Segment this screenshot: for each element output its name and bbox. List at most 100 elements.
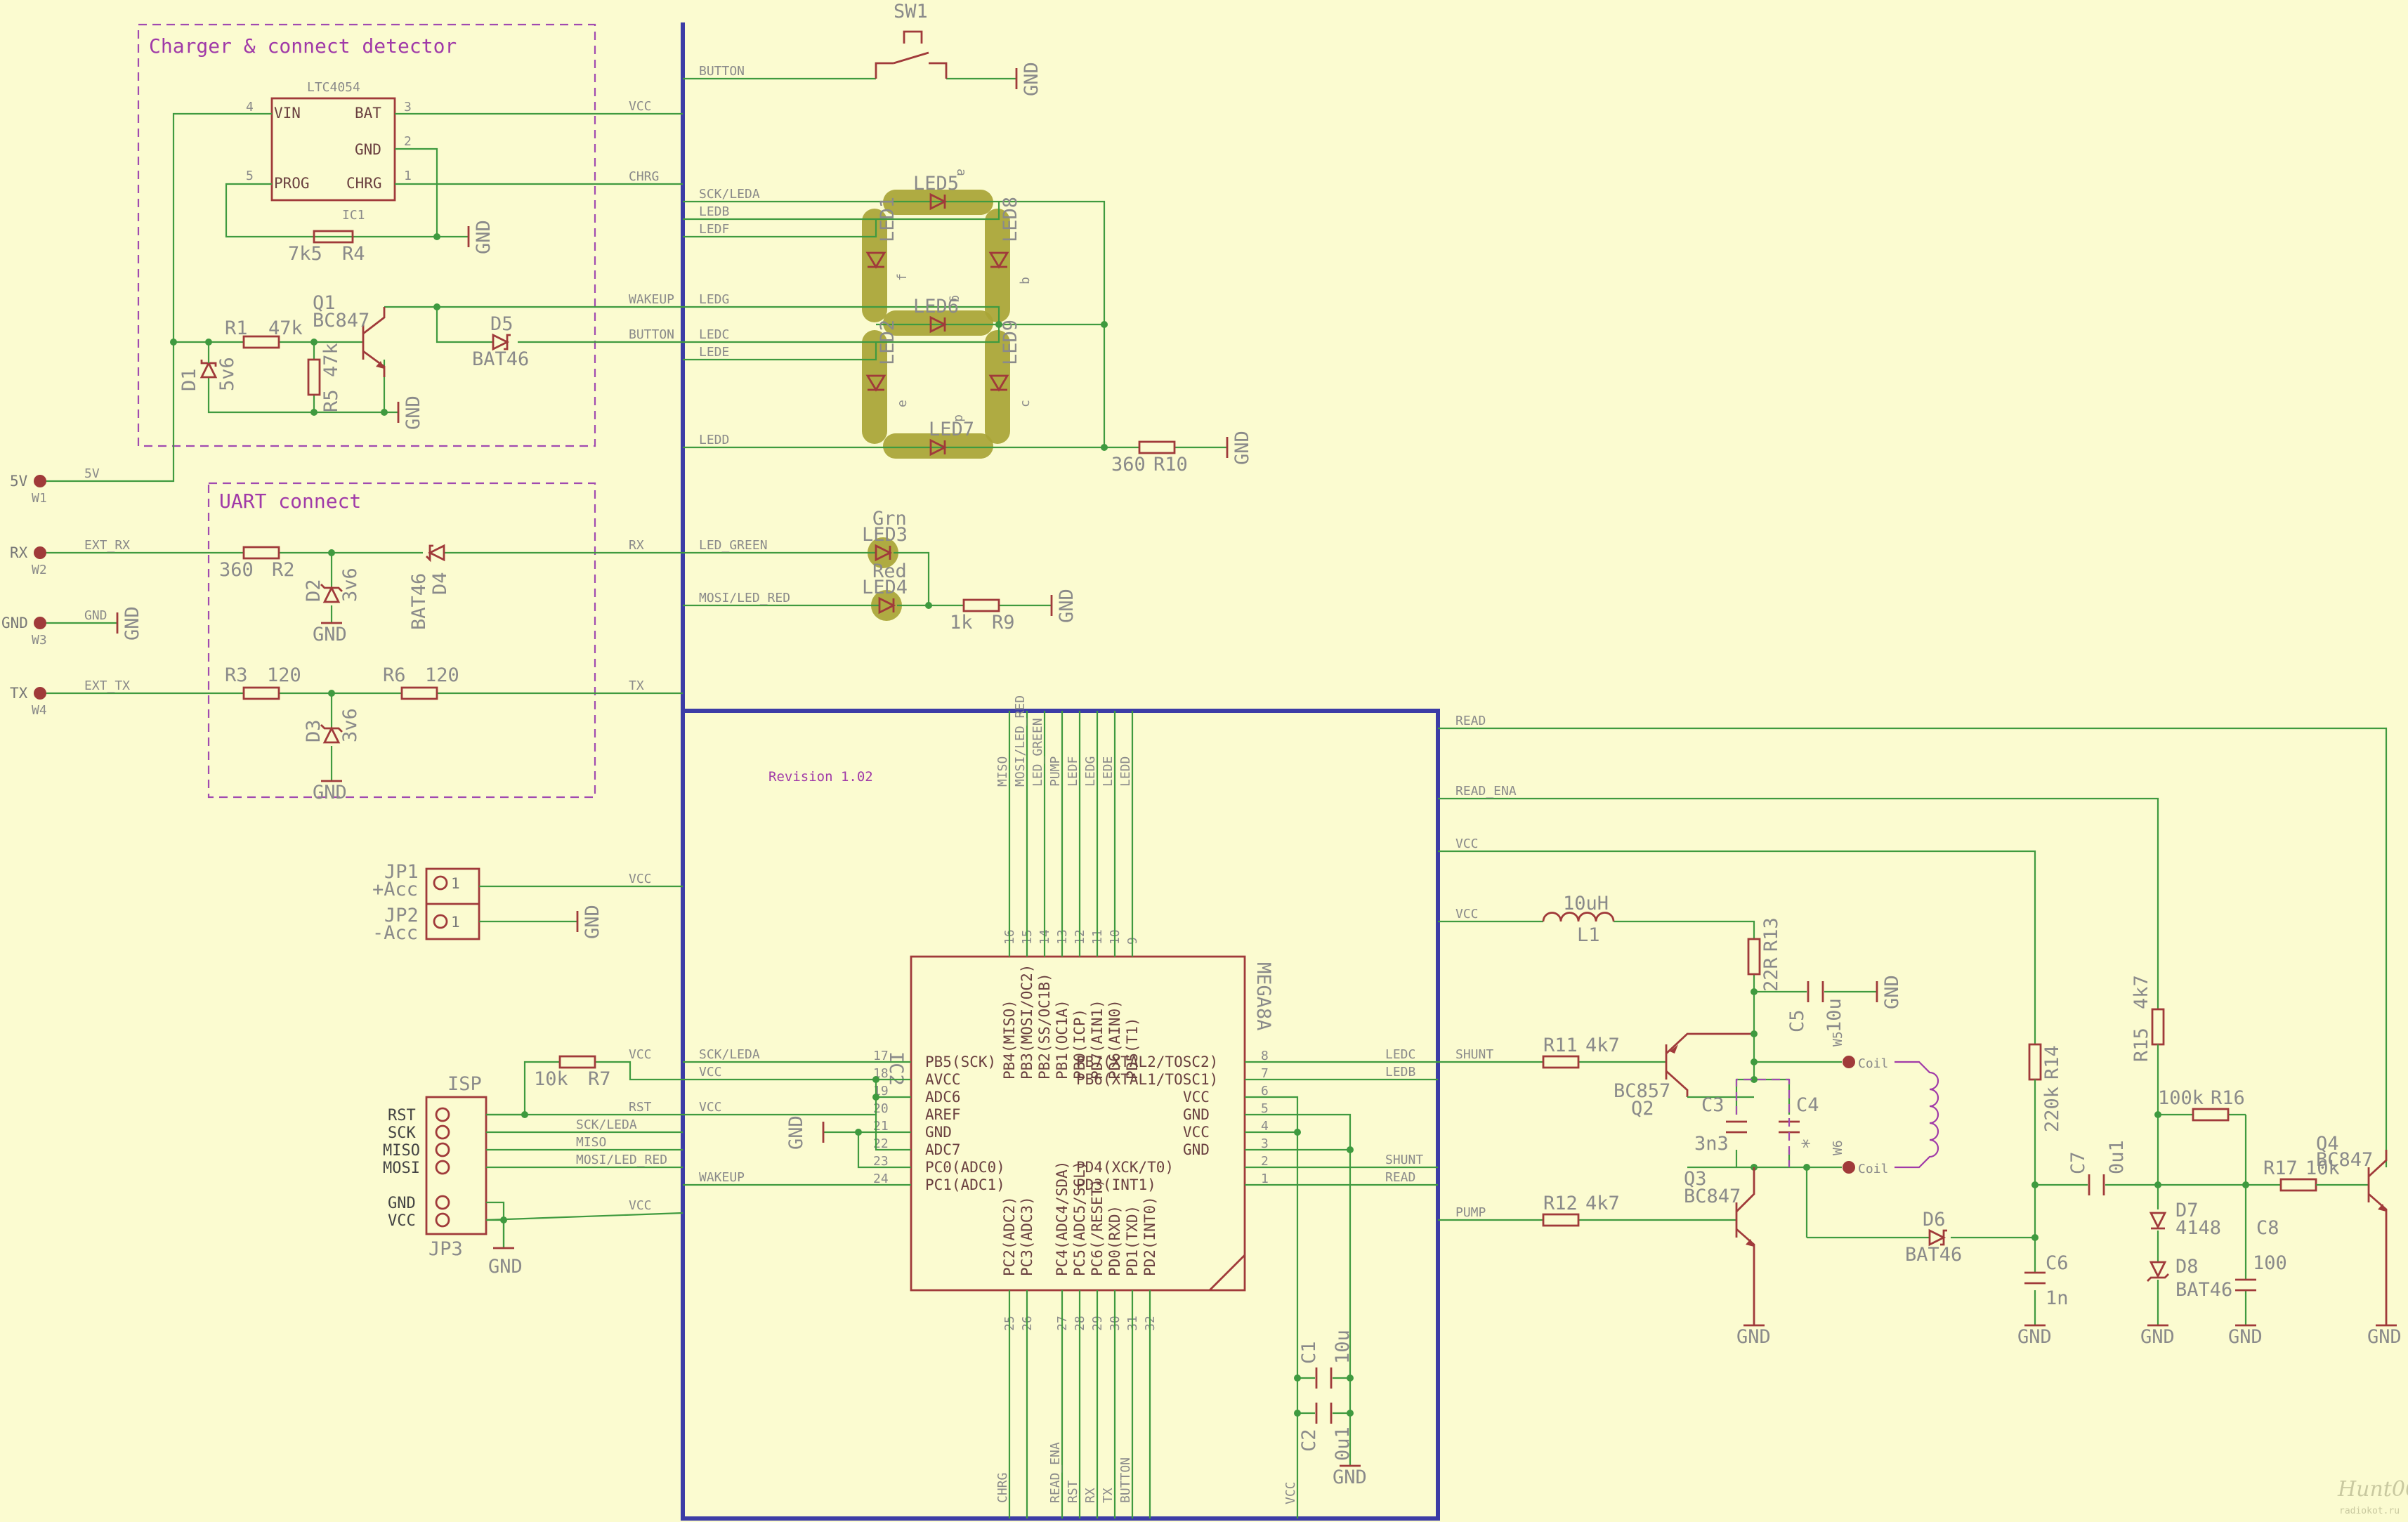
r3-name: R3: [225, 664, 248, 686]
led6-seg: g: [948, 295, 963, 303]
ic2-bottom-pin-name: PC2(ADC2): [1001, 1196, 1018, 1276]
terminal-w4-name: W4: [32, 703, 47, 718]
isp-pin-miso: MISO: [383, 1142, 420, 1160]
gnd-d2: GND: [313, 624, 347, 645]
ic2-right-pin-num: 1: [1261, 1172, 1269, 1186]
jumpers-acc: 1 1 JP1 +Acc JP2 -Acc GND VCC: [372, 861, 683, 944]
c3-name: C3: [1701, 1094, 1725, 1116]
ic2-right-pin-num: 4: [1261, 1119, 1269, 1134]
d8-name: D8: [2175, 1256, 2199, 1278]
c7-name: C7: [2067, 1151, 2089, 1174]
jp1-value: +Acc: [372, 879, 418, 900]
q2-value: BC857: [1614, 1080, 1670, 1102]
net-read-ic2: READ: [1385, 1170, 1415, 1185]
ic1-pin-vin: VIN: [274, 105, 301, 122]
gnd-c2: GND: [1333, 1467, 1367, 1488]
d8-value: BAT46: [2175, 1279, 2232, 1301]
status-leds: Grn LED3 Red LED4 1k R9 GND LED_GREEN MO…: [683, 508, 1078, 634]
led4-name: LED4: [862, 577, 908, 598]
gnd-ic2-left: GND: [785, 1115, 807, 1150]
c1-value: 10u: [1332, 1330, 1354, 1364]
d2-value: 3v6: [339, 568, 361, 602]
uart-frame: UART connect: [207, 482, 596, 799]
d5-name: D5: [490, 313, 513, 335]
r5-name: R5: [320, 389, 342, 412]
terminal-gnd-label: GND: [1, 615, 28, 631]
r10-name: R10: [1153, 454, 1188, 475]
ic2-top-pin-name: PB4(MISO): [1001, 999, 1018, 1080]
ic1-pin-num-4: 4: [246, 100, 254, 114]
isp-pin-vcc: VCC: [388, 1212, 416, 1230]
c5-value: 10u: [1824, 998, 1845, 1032]
ic2-right-pin-num: 2: [1261, 1154, 1269, 1169]
gnd-c8: GND: [2228, 1326, 2263, 1348]
net-ext-rx: EXT_RX: [84, 538, 130, 553]
r7-value: 10k: [534, 1068, 568, 1090]
input-terminals: 5V W1 RX W2 GND W3 TX W4 5V EXT_RX GND E…: [1, 466, 130, 718]
l1-name: L1: [1577, 924, 1600, 946]
led3-value: Grn: [872, 508, 907, 530]
c8-name: C8: [2256, 1217, 2279, 1239]
ic2-top-net: MOSI/LED_RED: [1013, 695, 1028, 787]
d6-value: BAT46: [1905, 1244, 1962, 1266]
led9-seg: c: [1018, 400, 1033, 407]
jp1-pin: 1: [451, 875, 460, 892]
net-shunt-ic2: SHUNT: [1385, 1153, 1423, 1167]
ic2-right-pin-name: VCC: [1183, 1124, 1210, 1141]
ic2-bottom-net: RST: [1066, 1480, 1080, 1503]
gnd-sw1: GND: [1021, 62, 1042, 96]
ic1-pin-prog: PROG: [274, 175, 310, 192]
ic2-bottom-pin-name: PC4(ADC4/SDA): [1054, 1161, 1071, 1276]
terminal-w3-name: W3: [32, 633, 47, 648]
r2-name: R2: [272, 559, 295, 581]
isp-title: ISP: [447, 1073, 482, 1095]
ic2-left-pin-name: PC0(ADC0): [925, 1159, 1005, 1176]
terminal-rx-label: RX: [10, 544, 28, 561]
ic1-pin-num-1: 1: [404, 169, 412, 183]
net-ledg-top: LEDG: [699, 292, 729, 307]
r7-name: R7: [588, 1068, 611, 1090]
net-wakeup: WAKEUP: [629, 292, 674, 307]
ic2-left-pin-num: 20: [873, 1101, 889, 1116]
ic2-top-net: MISO: [995, 756, 1010, 787]
gnd-q1: GND: [403, 395, 424, 430]
net-vcc-ic1: VCC: [629, 99, 652, 114]
net-vcc-ic2: VCC: [699, 1065, 722, 1080]
d6-name: D6: [1923, 1209, 1946, 1231]
c3-value: 3n3: [1694, 1133, 1729, 1155]
c6-value: 1n: [2046, 1287, 2069, 1309]
jp2-pin: 1: [451, 914, 460, 931]
net-wakeup-ic2: WAKEUP: [699, 1170, 745, 1185]
net-rx: RX: [629, 538, 644, 553]
jp3-name: JP3: [428, 1238, 463, 1260]
c5-name: C5: [1786, 1009, 1808, 1032]
net-vcc-jp1: VCC: [629, 872, 652, 886]
r1-value: 47k: [268, 317, 303, 339]
net-ledb-top: LEDB: [699, 204, 729, 219]
d7-value: 4148: [2175, 1217, 2221, 1239]
ic1-pin-bat: BAT: [355, 105, 381, 122]
q1-wakeup-circuit: R1 47k Q1 BC847 D5 BAT46 D1 5v6 R5 47k G…: [170, 292, 683, 430]
d4-value: BAT46: [408, 573, 430, 630]
ic1-pin-chrg: CHRG: [346, 175, 382, 192]
sw1-switch: SW1 GND BUTTON: [683, 1, 1042, 96]
net-sck-ic2: SCK/LEDA: [699, 1047, 760, 1062]
r3-value: 120: [267, 664, 301, 686]
gnd-r10: GND: [1231, 431, 1253, 465]
ic2-right-wires: C1 10u C2 0u1 GND VCC SHUNT READ LEDC LE…: [1245, 1047, 1438, 1518]
r13-value: 22R: [1760, 957, 1782, 992]
net-vcc-isp: VCC: [629, 1198, 652, 1213]
charger-frame: Charger & connect detector: [137, 23, 596, 447]
led2-seg: e: [895, 400, 910, 407]
net-ledf-top: LEDF: [699, 222, 729, 237]
r9-value: 1k: [950, 612, 973, 634]
r17-value: 10k: [2305, 1157, 2340, 1179]
ic2-left-pin-name: ADC6: [925, 1089, 961, 1106]
ic2-left-pin-num: 22: [873, 1136, 889, 1151]
led3-name: LED3: [862, 524, 908, 546]
r6-value: 120: [425, 664, 459, 686]
d1-value: 5v6: [216, 357, 238, 391]
ic2-bottom-pin-name: PC6(/RESET): [1089, 1179, 1106, 1276]
